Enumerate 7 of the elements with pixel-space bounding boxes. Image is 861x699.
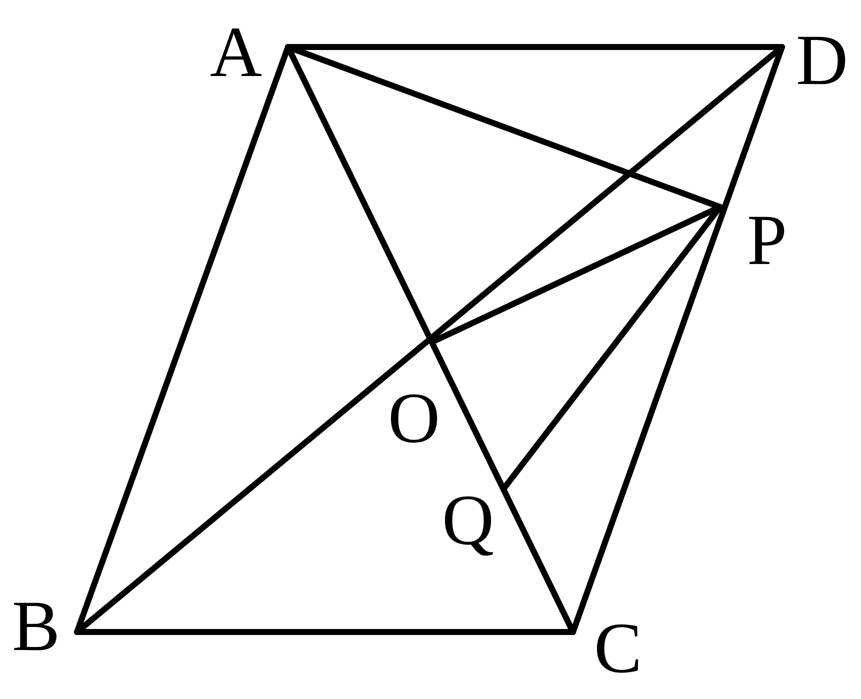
point-label: P [746, 204, 788, 276]
point-label: D [796, 24, 848, 96]
point-label: C [594, 612, 642, 684]
point-label: Q [442, 484, 494, 556]
point-label: A [210, 16, 262, 88]
point-label: B [12, 590, 60, 662]
point-label: O [388, 382, 440, 454]
